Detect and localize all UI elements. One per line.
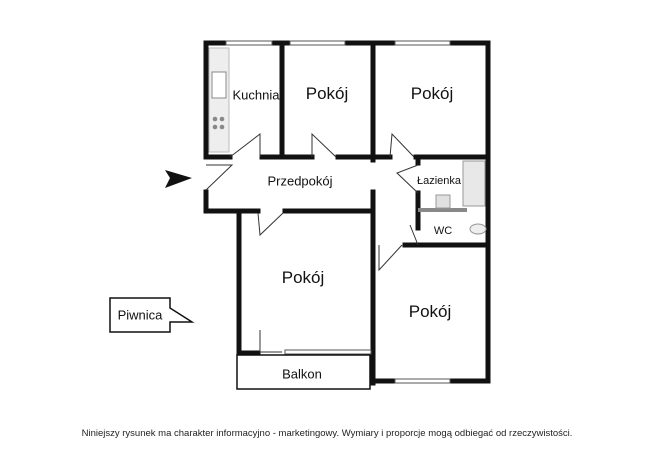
label-hall: Przedpokój — [267, 173, 333, 189]
stove-icon — [212, 116, 225, 130]
kitchen-counter — [208, 47, 230, 153]
basement-tag — [109, 297, 195, 333]
entrance-arrow-icon — [165, 170, 192, 188]
label-balcony: Balkon — [282, 366, 322, 382]
walls — [203, 40, 491, 386]
sink-icon — [435, 194, 451, 209]
label-room-bottom-right: Pokój — [408, 302, 452, 321]
kitchen-sink-icon — [211, 71, 227, 99]
label-room-top-right: Pokój — [410, 84, 454, 103]
balcony-outline — [236, 354, 371, 390]
label-kitchen: Kuchnia — [232, 87, 280, 103]
windows — [225, 40, 451, 384]
label-bathroom: Łazienka — [416, 175, 462, 187]
label-room-top-middle: Pokój — [305, 84, 349, 103]
label-basement: Piwnica — [117, 307, 163, 323]
toilet-icon — [469, 223, 487, 235]
bathtub-icon — [462, 160, 486, 207]
label-wc: WC — [433, 225, 453, 237]
label-room-bottom-left: Pokój — [281, 268, 325, 287]
doors — [205, 132, 419, 353]
disclaimer: Niniejszy rysunek ma charakter informacy… — [81, 428, 573, 439]
